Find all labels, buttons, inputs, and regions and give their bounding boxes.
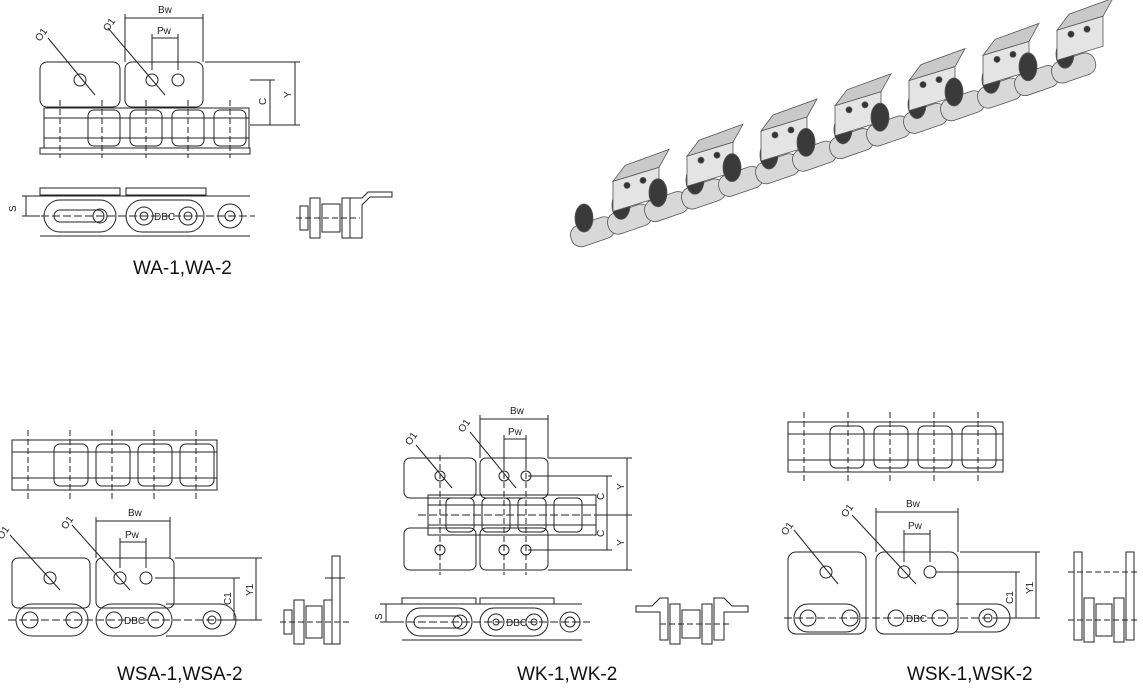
wa-pw-label: Pw [157,26,172,37]
photo-attachment-face [1056,15,1104,61]
wsa-end-view [280,555,350,645]
wsa-bw-label: Bw [128,508,143,519]
photo-attachment-hole [697,156,705,164]
wsa-y1-label: Y1 [245,583,256,596]
photo-attachment-hole [787,126,795,134]
wsk-attachment-plate-right [875,551,959,635]
wk-s-label: S [374,613,385,620]
photo-attachment-hole [623,181,631,189]
wsk-c1-label: C1 [1005,591,1016,604]
chain-product-photo [570,0,1113,248]
wa-side-flange-right [125,187,207,196]
wsk-pw-label: Pw [908,521,923,532]
photo-chain-roller [574,203,594,233]
caption-wsa: WSA-1,WSA-2 [117,664,243,685]
photo-attachment-hole [1083,25,1091,33]
wsa-o1-label-right: O1 [59,514,76,532]
wk-end-bracket-left [635,597,669,641]
wa-end-bracket [349,191,393,239]
wa-side-view [22,187,255,237]
wsk-end-bracket-right [1125,551,1135,641]
wk-end-view [635,597,749,645]
wa-side-link-2 [125,199,205,233]
wsk-side-view [784,508,1040,635]
wa-hole-2 [145,73,159,87]
wa-hole-1 [73,73,87,87]
caption-wa: WA-1,WA-2 [133,258,232,279]
wsa-c1-label: C1 [223,592,234,605]
wk-o1-label-right: O1 [456,417,473,435]
wk-o1-label-left: O1 [403,430,420,448]
wk-plate-top-right [479,457,549,499]
wa-side-link-1 [43,199,117,233]
caption-wsk: WSK-1,WSK-2 [907,664,1033,685]
wa-top-view [39,14,300,158]
wsa-o1-label-left: O1 [0,524,12,542]
photo-attachment-hole [993,56,1001,63]
wk-pw-label: Pw [508,427,523,438]
wk-plate-bottom-right [479,527,549,571]
photo-chain-roller [944,77,964,107]
wa-roller-1 [87,109,121,147]
wsa-top-view [11,430,218,500]
wa-attachment-plate-right [124,61,204,108]
wsk-end-view [1068,551,1140,643]
wa-y-label: Y [283,91,294,98]
photo-attachment-hole [639,176,647,184]
wk-c-label-bottom: C [596,530,607,537]
wa-bw-label: Bw [158,5,173,16]
wa-side-plate-edge [39,147,251,155]
photo-chain-roller [648,178,668,208]
wa-s-label: S [8,205,19,212]
wk-y-label-bottom: Y [616,539,627,546]
wsk-top-view [787,412,1004,482]
wsk-end-bracket-left [1073,551,1083,641]
wsa-attachment-plate-right [95,557,175,609]
wa-dbc-label: DBC [154,212,175,223]
wsa-side-view [8,517,262,637]
photo-attachment-hole [713,151,721,159]
wk-c-label-top: C [596,493,607,500]
wsk-bw-label: Bw [906,499,921,510]
wk-bw-label: Bw [510,406,525,417]
photo-chain-roller [722,153,742,183]
wsa-end-bracket [331,555,341,645]
photo-attachment-hole [771,131,779,139]
wsk-chain-body [787,421,1004,473]
wa-o1-label-right: O1 [101,16,118,34]
photo-attachment-hole [1009,51,1017,58]
wa-end-view [296,191,393,239]
wsa-attachment-plate-left [11,557,91,609]
photo-attachment-hole [935,76,943,83]
wk-end-bracket-right [713,597,749,641]
wk-top-view [403,415,632,575]
photo-attachment-hole [919,81,927,88]
wa-side-flange-left [39,187,121,196]
photo-attachment-hole [845,106,853,114]
wsa-pw-label: Pw [125,530,140,541]
wk-dbc-label: DBC [506,618,527,629]
photo-chain-roller [870,102,890,132]
wsk-o1-label-left: O1 [779,520,796,538]
wa-hole-3 [171,73,185,87]
caption-wk: WK-1,WK-2 [517,664,618,685]
photo-attachment-hole [1067,30,1075,38]
wa-o1-label-left: O1 [33,26,50,44]
photo-chain-roller [1018,52,1038,82]
photo-attachment-hole [861,101,869,109]
wsk-dbc-label: DBC [906,614,927,625]
wa-attachment-plate-left [39,61,121,108]
wsk-attachment-plate-left [787,551,867,635]
wk-side-view [380,597,590,641]
wsk-y1-label: Y1 [1025,581,1036,594]
wsa-dbc-label: DBC [124,616,145,627]
wsa-chain-body [11,439,218,491]
wa-c-label: C [258,98,269,105]
wk-y-label-top: Y [616,483,627,490]
photo-chain-roller [796,127,816,157]
